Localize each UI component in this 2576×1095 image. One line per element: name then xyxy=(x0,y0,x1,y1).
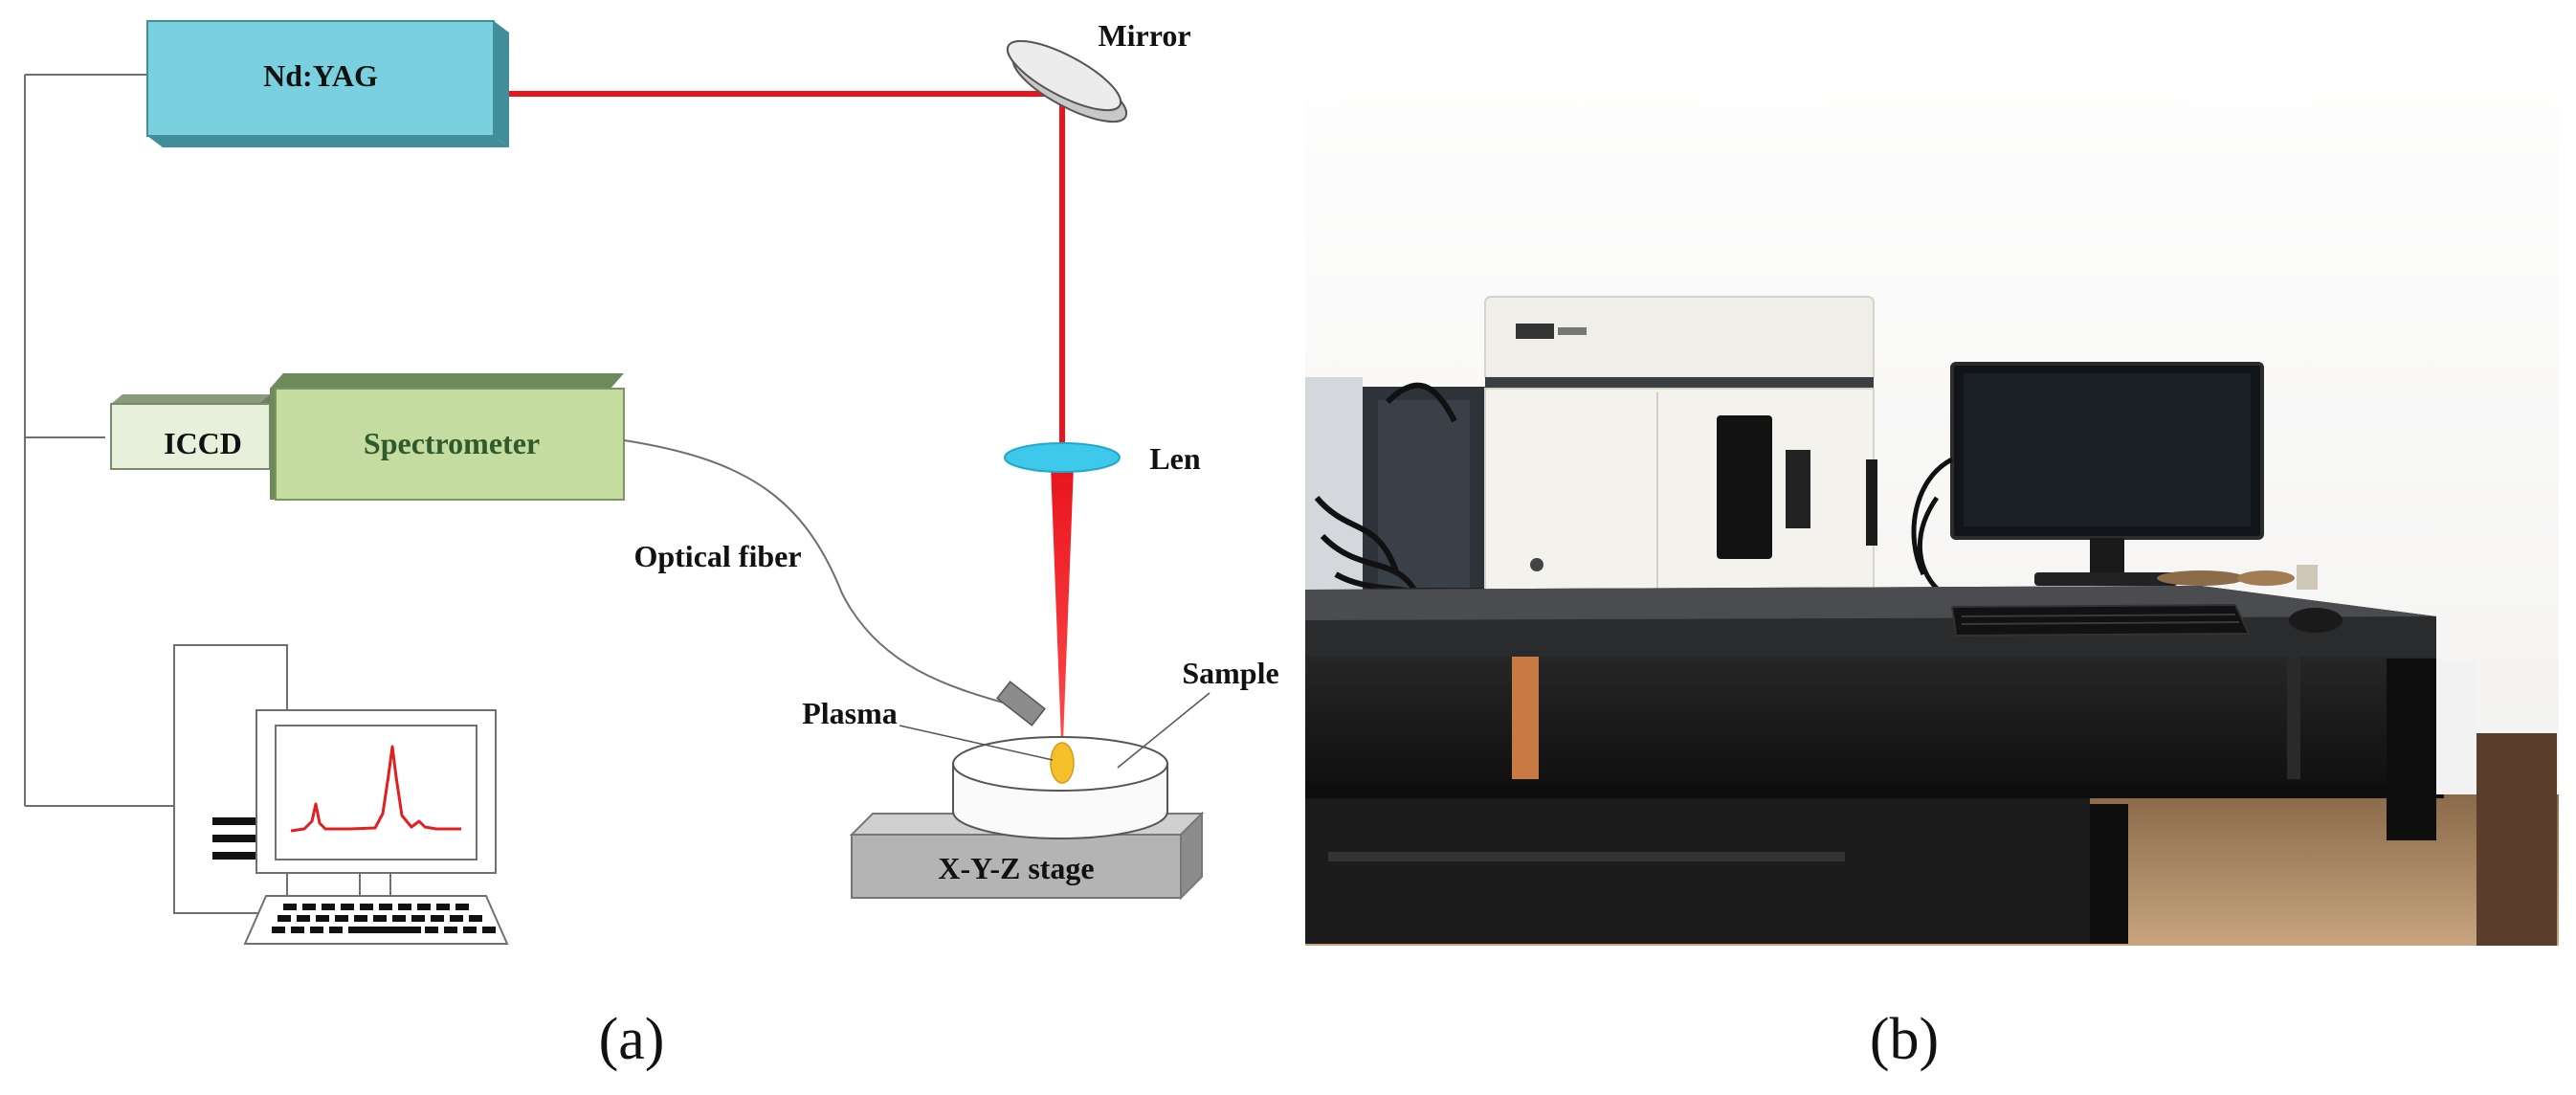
keyboard-and-mouse xyxy=(1950,603,2343,637)
optical-table xyxy=(1305,586,2557,946)
laser-beam xyxy=(509,91,1074,742)
caption-b: (b) xyxy=(1870,1007,1939,1072)
stage-label: X-Y-Z stage xyxy=(938,851,1094,885)
libs-instrument xyxy=(1484,296,1877,597)
bench-items xyxy=(2157,565,2318,590)
optical-fiber-label: Optical fiber xyxy=(633,539,801,573)
mirror: Mirror xyxy=(1006,18,1191,123)
computer xyxy=(173,644,509,945)
panel-b-photo: (b) xyxy=(1305,4,2559,1072)
spectrometer-assembly: ICCD Spectrometer xyxy=(110,373,625,501)
spectrometer-label: Spectrometer xyxy=(364,426,540,460)
plasma-label: Plasma xyxy=(802,696,898,730)
iccd-label: ICCD xyxy=(164,426,242,460)
focusing-lens: Len xyxy=(1004,441,1201,476)
cable-rack xyxy=(1305,377,1487,611)
spectrum-trace xyxy=(290,745,461,833)
panel-a-schematic: Nd:YAG Mirror ICCD Spectrometer Len xyxy=(24,18,1279,1072)
nd-yag-label: Nd:YAG xyxy=(263,58,378,93)
sample-label: Sample xyxy=(1182,656,1278,690)
control-wires xyxy=(24,74,174,807)
optical-fiber: Optical fiber xyxy=(623,439,1046,726)
nd-yag-laser: Nd:YAG xyxy=(146,20,509,147)
monitor xyxy=(1911,362,2264,595)
caption-a: (a) xyxy=(599,1007,665,1072)
mirror-label: Mirror xyxy=(1098,18,1190,53)
sample-disk: Sample xyxy=(952,656,1279,839)
plasma: Plasma xyxy=(802,696,1075,784)
lens-label: Len xyxy=(1149,441,1201,476)
